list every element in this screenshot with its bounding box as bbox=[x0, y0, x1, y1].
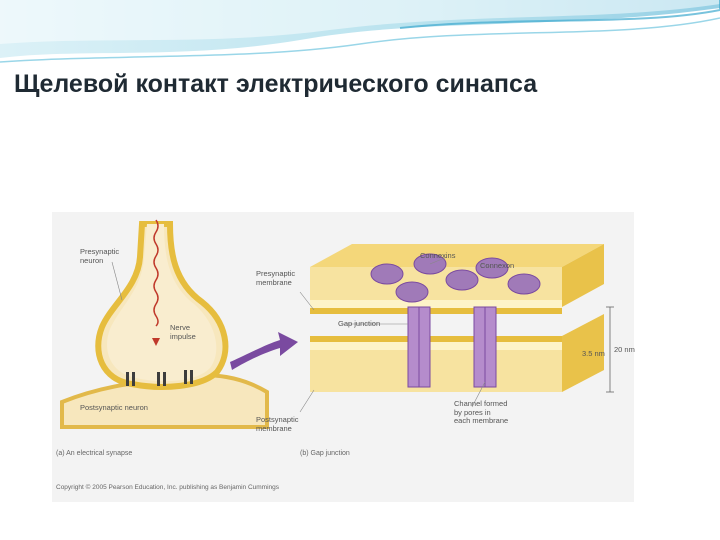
synapse-illustration bbox=[52, 212, 634, 502]
label-postsynaptic-membrane: Postsynaptic membrane bbox=[256, 415, 299, 433]
label-gap-junction: Gap junction bbox=[338, 319, 381, 328]
label-connexon: Connexon bbox=[480, 261, 515, 270]
label-postsynaptic-neuron: Postsynaptic neuron bbox=[80, 403, 148, 412]
label-connexins: Connexins bbox=[420, 251, 456, 260]
caption-panel-a: (a) An electrical synapse bbox=[56, 450, 133, 457]
label-presynaptic-membrane: Presynaptic membrane bbox=[256, 269, 296, 287]
synapse-figure: Presynaptic neuron Nerve impulse Postsyn… bbox=[52, 212, 635, 502]
slide-title: Щелевой контакт электрического синапса bbox=[14, 70, 538, 98]
label-gap-width: 3.5 nm bbox=[582, 349, 605, 358]
caption-panel-b: (b) Gap junction bbox=[300, 450, 350, 457]
header-wave-decoration bbox=[0, 0, 720, 63]
label-presynaptic-neuron: Presynaptic neuron bbox=[80, 247, 120, 265]
label-channel: Channel formed by pores in each membrane bbox=[454, 399, 509, 426]
copyright-text: Copyright © 2005 Pearson Education, Inc.… bbox=[56, 484, 280, 491]
label-nerve-impulse: Nerve impulse bbox=[170, 323, 196, 341]
gap-junction-block bbox=[310, 244, 614, 393]
label-total-width: 20 nm bbox=[614, 345, 635, 354]
presynaptic-neuron-drawing bbox=[60, 219, 269, 429]
